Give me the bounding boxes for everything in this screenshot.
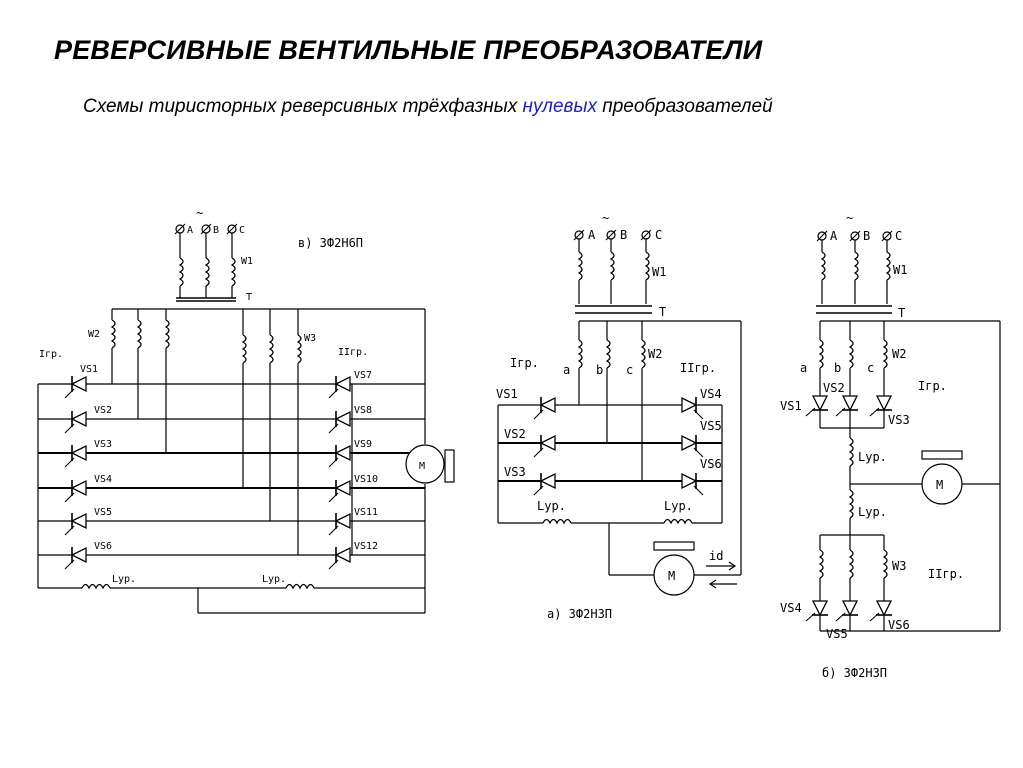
diagram-c-w2-label: W2 — [88, 329, 100, 340]
diagram-c-vs10: VS10 — [354, 474, 378, 485]
diagram-a-phase-b: B — [620, 228, 627, 242]
diagram-c-terminal-a — [174, 223, 186, 235]
diagram-b-vs6: VS6 — [888, 618, 910, 632]
diagram-b-group-ii: IIгр. — [928, 567, 964, 581]
diagram-a-w1-label: W1 — [652, 265, 666, 279]
diagram-a-motor-label: M — [668, 569, 675, 583]
diagram-a-motor — [653, 554, 695, 596]
page-title: РЕВЕРСИВНЫЕ ВЕНТИЛЬНЫЕ ПРЕОБРАЗОВАТЕЛИ — [54, 35, 763, 65]
diagram-a-vs1: VS1 — [496, 387, 518, 401]
diagram-a-supply-symbol: ~ — [602, 211, 609, 225]
diagram-b-motor — [921, 463, 963, 505]
diagram-c-caption: в) 3Ф2Н6П — [298, 236, 363, 250]
diagram-c-3f2n6p: ~ A B C W1 T в) 3Ф2Н6П W2 W3 — [37, 206, 455, 614]
diagram-b-vs2: VS2 — [823, 381, 845, 395]
diagram-a-vs2: VS2 — [504, 427, 526, 441]
diagram-a-vs4: VS4 — [700, 387, 722, 401]
diagram-c-phase-c: C — [239, 225, 245, 236]
subtitle-text-start: Схемы тиристорных реверсивных трёхфазных — [83, 96, 523, 117]
subtitle-highlight[interactable]: нулевых — [522, 96, 597, 117]
diagram-c-vs3: VS3 — [94, 439, 112, 450]
diagram-b-phase-a: A — [830, 229, 838, 243]
diagram-b-caption: б) 3Ф2Н3П — [822, 666, 887, 680]
diagram-c-motor-label: M — [419, 461, 425, 472]
diagram-b-phase-b: B — [863, 229, 870, 243]
diagram-c-group-i: Iгр. — [39, 349, 63, 360]
diagram-b-vs4: VS4 — [780, 601, 802, 615]
subtitle-text-end: преобразователей — [596, 96, 773, 117]
diagram-b-phase-sec-c: c — [867, 361, 874, 375]
diagram-c-phase-a: A — [187, 225, 193, 236]
diagram-c-vs7: VS7 — [354, 370, 372, 381]
diagram-a-current-label: id — [709, 549, 723, 563]
diagram-b-reactor-bottom: Lур. — [858, 505, 887, 519]
diagram-c-terminal-c — [226, 223, 238, 235]
diagram-b-transformer-label: T — [898, 306, 905, 320]
diagram-a-phase-sec-a: a — [563, 363, 570, 377]
diagram-b-w3-label: W3 — [892, 559, 906, 573]
page-subtitle: Схемы тиристорных реверсивных трёхфазных… — [83, 96, 773, 118]
diagram-a-reactor-left: Lур. — [537, 499, 566, 513]
diagram-b-phase-sec-b: b — [834, 361, 841, 375]
diagram-b-phase-sec-a: a — [800, 361, 807, 375]
diagram-c-reactor-right: Lур. — [262, 574, 286, 585]
diagram-c-vs6: VS6 — [94, 541, 112, 552]
diagram-c-w3-label: W3 — [304, 333, 316, 344]
diagram-c-reactor-left: Lур. — [112, 574, 136, 585]
diagram-c-terminal-b — [200, 223, 212, 235]
diagram-a-3f2n3p: ~ A B C W1 T W2 a b c Iгр. IIгр. VS1 VS2… — [496, 211, 742, 621]
diagram-c-vs1: VS1 — [80, 364, 98, 375]
diagram-b-vs5: VS5 — [826, 627, 848, 641]
diagram-a-group-ii: IIгр. — [680, 361, 716, 375]
diagram-b-phase-c: C — [895, 229, 902, 243]
diagram-a-vs5: VS5 — [700, 419, 722, 433]
diagram-b-3f2n3p: ~ A B C W1 T W2 a b c Iгр. VS1 VS2 VS3 L… — [780, 211, 1001, 680]
diagram-c-vs12: VS12 — [354, 541, 378, 552]
diagram-a-vs6: VS6 — [700, 457, 722, 471]
diagram-c-motor-field — [444, 449, 455, 483]
diagram-b-w2-label: W2 — [892, 347, 906, 361]
diagram-b-w1-label: W1 — [893, 263, 907, 277]
diagram-a-caption: а) 3Ф2Н3П — [547, 607, 612, 621]
diagram-b-vs3: VS3 — [888, 413, 910, 427]
diagram-c-vs8: VS8 — [354, 405, 372, 416]
diagram-b-motor-label: M — [936, 478, 943, 492]
diagram-c-phase-b: B — [213, 225, 219, 236]
diagram-c-motor — [405, 444, 445, 484]
diagram-a-w2-label: W2 — [648, 347, 662, 361]
diagram-c-vs9: VS9 — [354, 439, 372, 450]
diagram-c-vs5: VS5 — [94, 507, 112, 518]
diagram-c-vs4: VS4 — [94, 474, 112, 485]
diagram-a-phase-sec-c: c — [626, 363, 633, 377]
diagram-a-motor-field — [653, 541, 695, 551]
diagram-a-vs3: VS3 — [504, 465, 526, 479]
diagram-c-group-ii: IIгр. — [338, 347, 368, 358]
diagram-c-vs11: VS11 — [354, 507, 378, 518]
diagram-a-phase-a: A — [588, 228, 596, 242]
diagram-b-motor-field — [921, 450, 963, 460]
diagram-a-phase-c: C — [655, 228, 662, 242]
diagram-a-group-i: Iгр. — [510, 356, 539, 370]
diagram-b-group-i: Iгр. — [918, 379, 947, 393]
diagram-c-supply-symbol: ~ — [196, 206, 203, 220]
diagram-c-vs2: VS2 — [94, 405, 112, 416]
diagram-b-vs1: VS1 — [780, 399, 802, 413]
diagram-a-transformer-label: T — [659, 305, 666, 319]
diagram-b-supply-symbol: ~ — [846, 211, 853, 225]
diagram-a-reactor-right: Lур. — [664, 499, 693, 513]
diagram-c-transformer-label: T — [246, 292, 252, 303]
diagram-c-w1-label: W1 — [241, 256, 253, 267]
diagram-a-phase-sec-b: b — [596, 363, 603, 377]
diagram-b-reactor-top: Lур. — [858, 450, 887, 464]
